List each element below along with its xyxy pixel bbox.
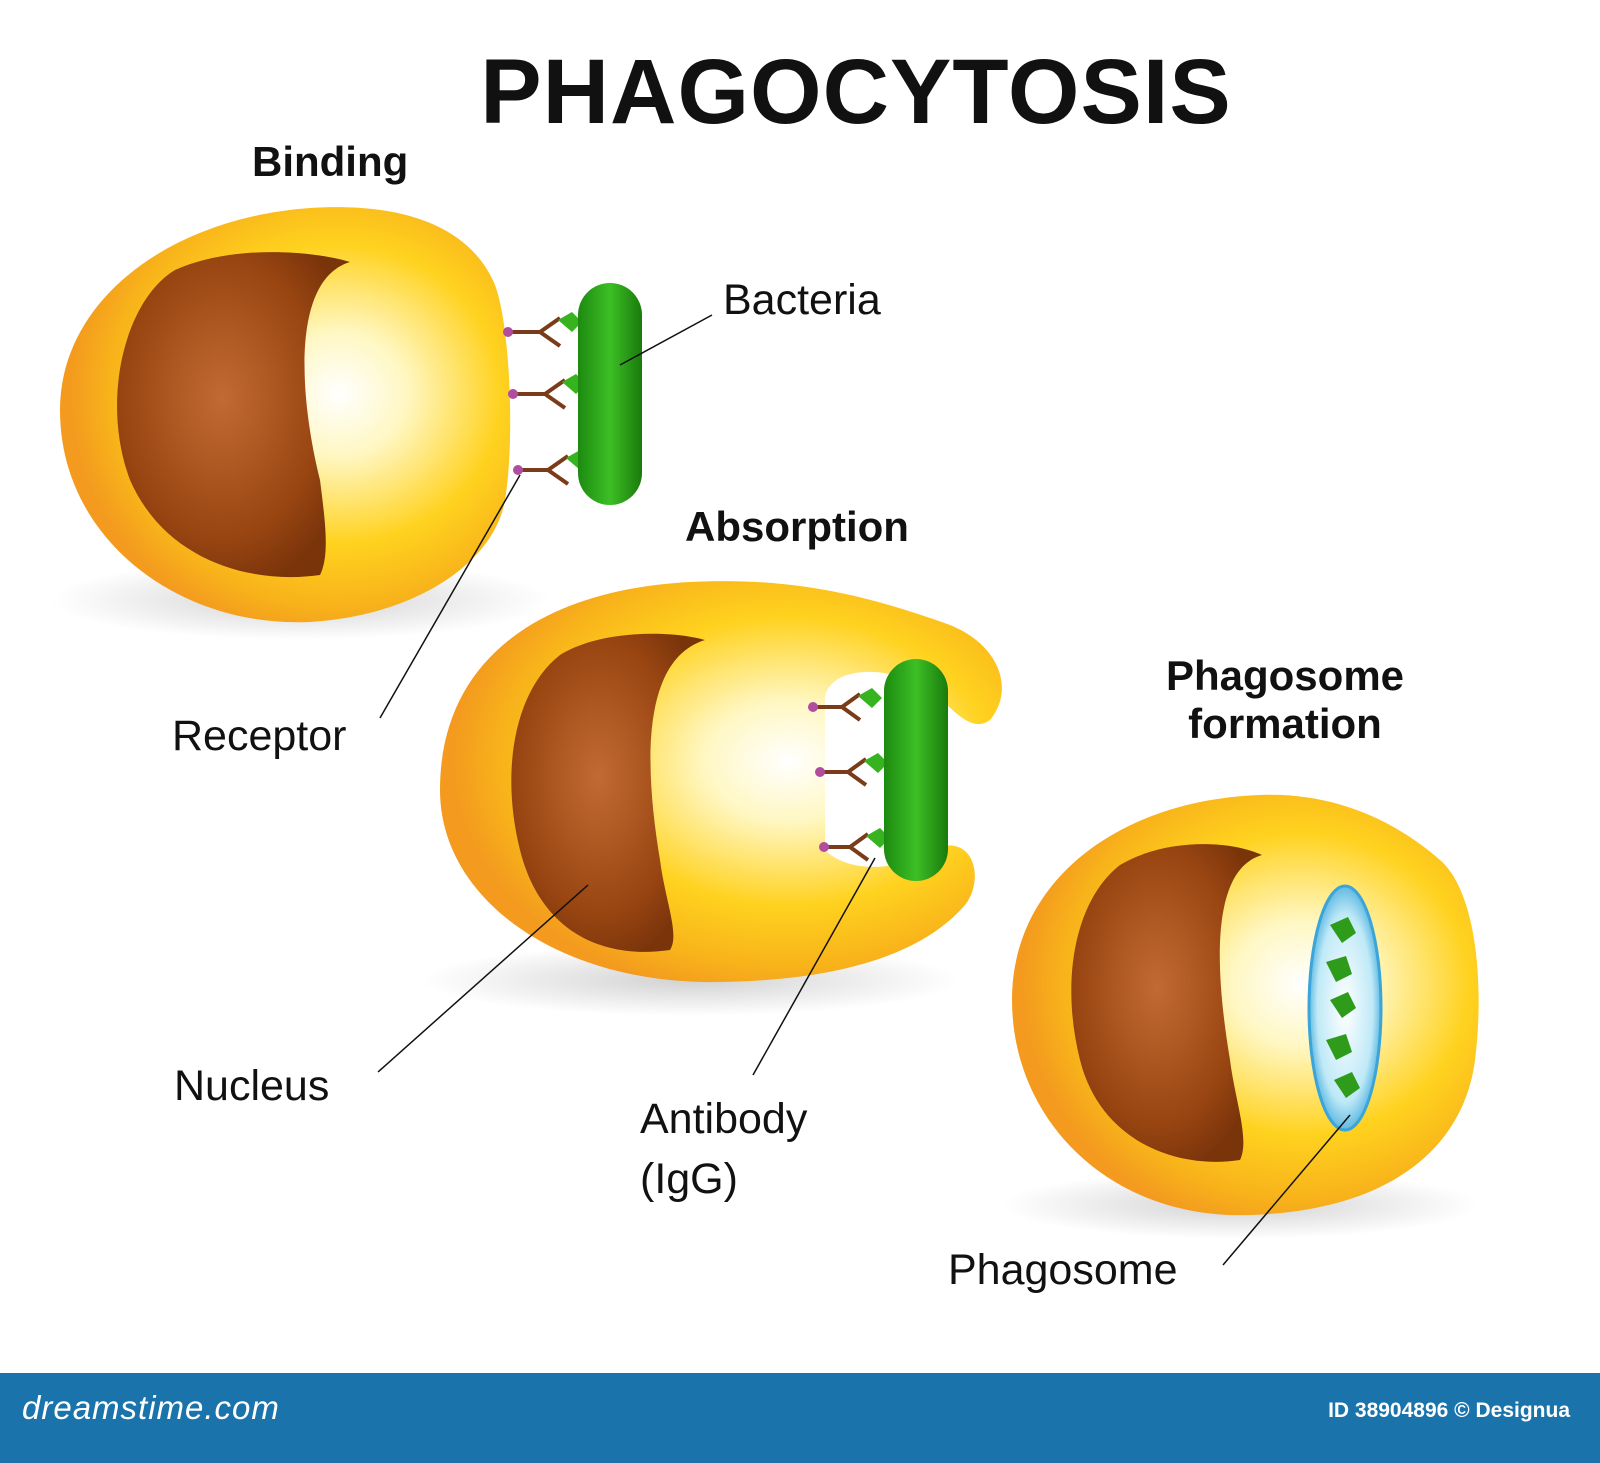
absorption-receptor-sites [808, 702, 829, 852]
digested-bacteria-fragments [1326, 917, 1360, 1098]
footer-bar: dreamstime.com ID 38904896 © Designua [0, 1373, 1600, 1463]
binding-cell [50, 207, 642, 640]
phagosome-nucleus [1071, 844, 1262, 1162]
footer-credit: ID 38904896 © Designua [1328, 1399, 1570, 1422]
binding-receptors [510, 316, 570, 486]
receptor-leader-line [379, 474, 521, 719]
absorption-cell [420, 581, 1002, 1016]
phagosome-label: Phagosome [948, 1246, 1178, 1294]
phagosome-cell [1000, 794, 1480, 1239]
bacteria-label: Bacteria [723, 276, 881, 324]
antibody-leader-line [752, 857, 876, 1076]
absorption-nucleus [511, 633, 705, 952]
nucleus-leader-line [377, 884, 589, 1073]
stage-phagosome-formation-line1: Phagosome [1165, 652, 1405, 699]
binding-receptor-sites [503, 327, 523, 475]
phagocytosis-illustration [50, 207, 1480, 1266]
footer-brand: dreamstime.com [22, 1389, 280, 1426]
receptor-label: Receptor [172, 712, 347, 760]
binding-bacteria [578, 283, 642, 505]
phagosome-leader-line [1222, 1114, 1351, 1266]
antibody-label-line1: Antibody [640, 1095, 808, 1143]
absorption-receptors [815, 692, 870, 862]
stage-binding-label: Binding [252, 138, 409, 185]
diagram-title: PHAGOCYTOSIS [480, 41, 1232, 143]
antibody-label-line2: (IgG) [640, 1155, 738, 1203]
nucleus-label: Nucleus [174, 1062, 330, 1110]
stage-absorption-label: Absorption [685, 503, 909, 550]
stage-phagosome-formation-line2: formation [1188, 700, 1382, 747]
bacteria-leader-line [619, 314, 713, 366]
binding-nucleus [117, 252, 350, 578]
absorption-bacteria [884, 659, 948, 881]
leader-lines [377, 314, 1351, 1266]
